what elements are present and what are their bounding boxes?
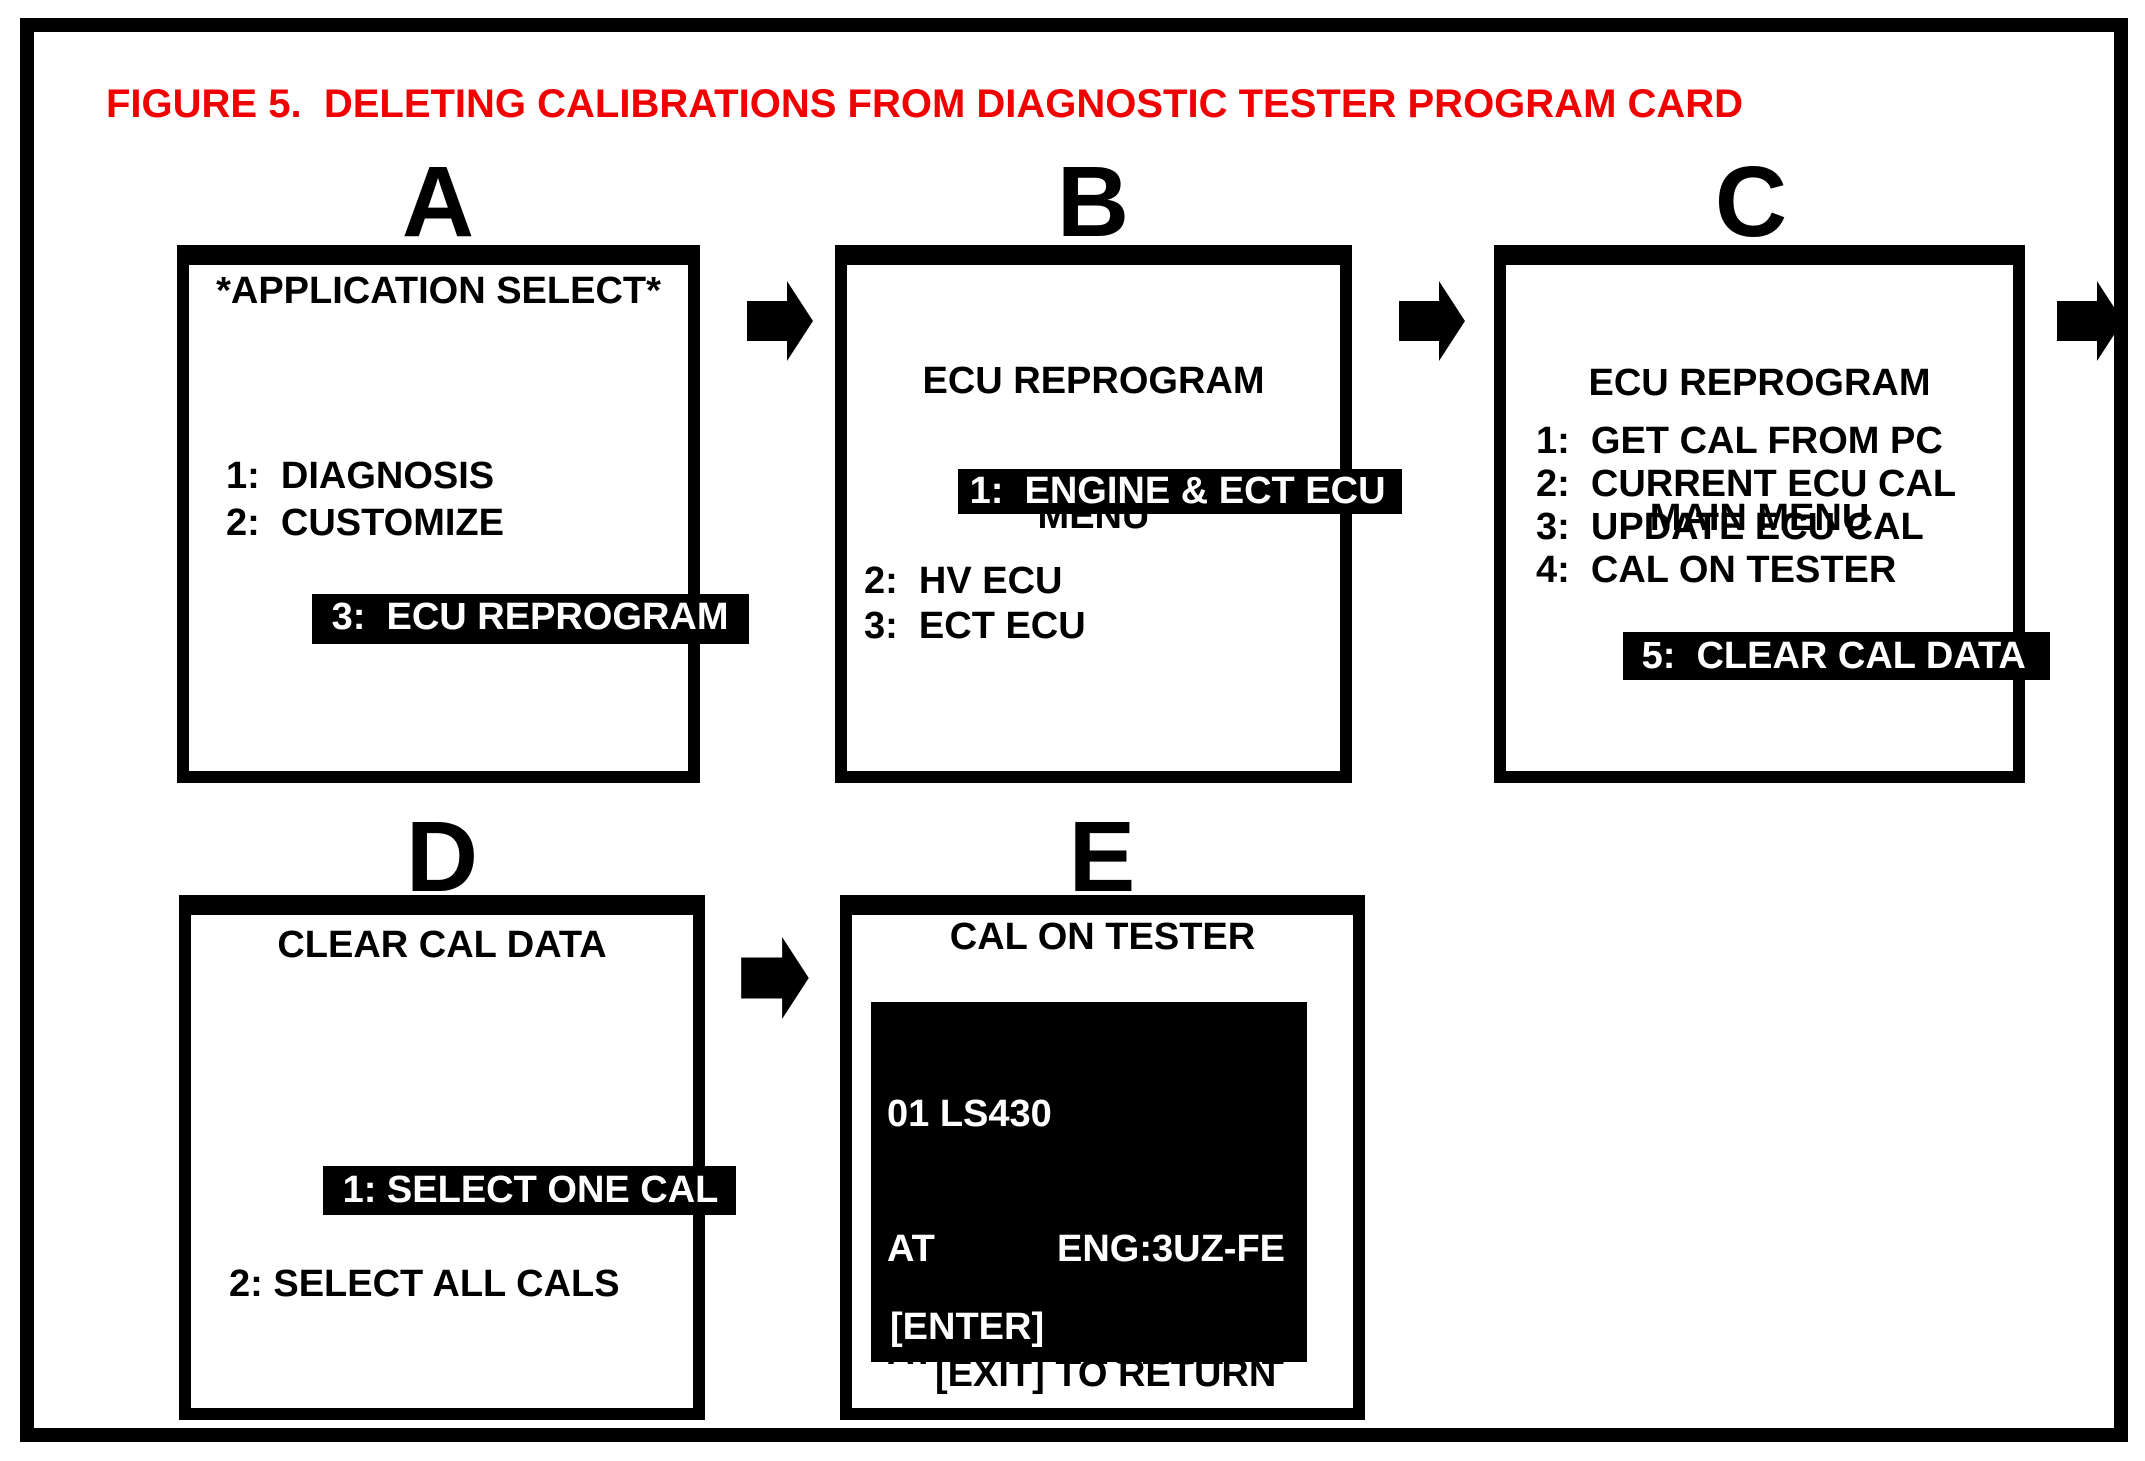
menu: 1: ENGINE & ECT ECU 2: HV ECU 3: ECT ECU [847,424,1402,649]
menu-item: 2: CUSTOMIZE [226,502,504,544]
menu-item-highlighted: 1: ENGINE & ECT ECU [847,424,1402,559]
screen-title: CAL ON TESTER [949,916,1256,958]
menu-item: 1: DIAGNOSIS [226,455,495,497]
cal-entry-engine: ENG:3UZ-FE [1057,1228,1285,1270]
screen-application-select: *APPLICATION SELECT* 1: DIAGNOSIS 2: CUS… [177,245,749,783]
menu-item: 3: UPDATE ECU CAL [1536,506,1924,548]
screen-ecu-reprogram-menu: ECU REPROGRAM MENU 1: ENGINE & ECT ECU 2… [835,245,1402,783]
cal-entry-engine: ENG:3UZ-FE [1057,1331,1285,1373]
step-label-d: D [405,801,479,913]
figure-title: FIGURE 5. DELETING CALIBRATIONS FROM DIA… [106,82,1744,126]
menu-item: 4: CAL ON TESTER [1536,549,1897,591]
exit-hint: [EXIT] TO RETURN [852,1352,1353,1440]
menu-item-highlighted: 1: SELECT ONE CAL [191,1120,737,1261]
screen-title-line: ECU REPROGRAM [922,360,1265,402]
screen-title: *APPLICATION SELECT* [216,270,661,312]
step-label-e: E [1068,801,1136,913]
screen-ecu-reprogram-main-menu: ECU REPROGRAM MAIN MENU 1: GET CAL FROM … [1494,245,2050,783]
highlight-bar: 3: ECU REPROGRAM [311,594,749,644]
exit-action-text: TO RETURN [1055,1353,1277,1395]
screen-title: ECU REPROGRAM MAIN MENU [1506,271,2013,631]
key-hints: [ENTER]TO SELECT [EXIT] TO RETURN [852,1303,1353,1440]
menu-item: 3: ECT ECU [864,605,1086,647]
menu: 1: SELECT ONE CAL 2: SELECT ALL CALS [191,1120,737,1307]
menu: 1: DIAGNOSIS 2: CUSTOMIZE 3: ECU REPROGR… [189,453,749,691]
arrow-right-icon [741,937,809,1019]
menu-item: 1: GET CAL FROM PC [1536,420,1943,462]
highlight-bar: 1: SELECT ONE CAL [322,1166,737,1215]
enter-hint: [ENTER]TO SELECT [852,1303,1353,1355]
menu-item: 2: CURRENT ECU CAL [1536,463,1957,505]
menu-item: 2: SELECT ALL CALS [229,1263,620,1305]
cal-entry-trans: AT [887,1228,935,1270]
exit-key-label: [EXIT] [935,1353,1045,1395]
menu-item-highlighted: 3: ECU REPROGRAM [189,547,749,691]
screen-cal-on-tester: CAL ON TESTER 01 LS430 AT ENG:3UZ-FE 01 … [840,895,1365,1420]
screen-title: CLEAR CAL DATA [277,924,607,966]
cal-entry-detail: AT ENG:3UZ-FE [871,1330,1307,1375]
step-label-c: C [1714,146,1788,258]
screen-title-line: MAIN MENU [1649,497,1870,539]
cal-entry: 01 GS430 AT ENG:3UZ-FE [871,1105,1307,1461]
screen-clear-cal-data: CLEAR CAL DATA 1: SELECT ONE CAL 2: SELE… [179,895,737,1420]
menu-item-highlighted: 5: CLEAR CAL DATA [1506,592,2050,723]
highlight-bar: 1: ENGINE & ECT ECU [957,469,1402,514]
cal-entry-model: 01 LS430 [887,1093,1052,1135]
arrow-right-icon [1399,281,1465,361]
menu-item: 2: HV ECU [864,560,1063,602]
enter-action-text: TO SELECT [1064,1306,1277,1348]
arrow-right-icon [2057,281,2123,361]
arrow-right-icon [747,281,813,361]
menu: 1: GET CAL FROM PC 2: CURRENT ECU CAL 3:… [1506,420,2050,723]
cal-entry-highlighted: 01 LS430 AT ENG:3UZ-FE [871,1002,1307,1362]
highlight-bar: 5: CLEAR CAL DATA [1622,632,2050,680]
figure-border: FIGURE 5. DELETING CALIBRATIONS FROM DIA… [20,18,2128,1442]
screen-title-line: ECU REPROGRAM [1588,362,1931,404]
step-label-a: A [401,146,475,258]
step-label-b: B [1056,146,1130,258]
cal-entry-model: 01 GS430 [887,1196,1059,1238]
enter-key-label: [ENTER] [880,1303,1055,1355]
cal-entry-detail: AT ENG:3UZ-FE [871,1227,1307,1272]
